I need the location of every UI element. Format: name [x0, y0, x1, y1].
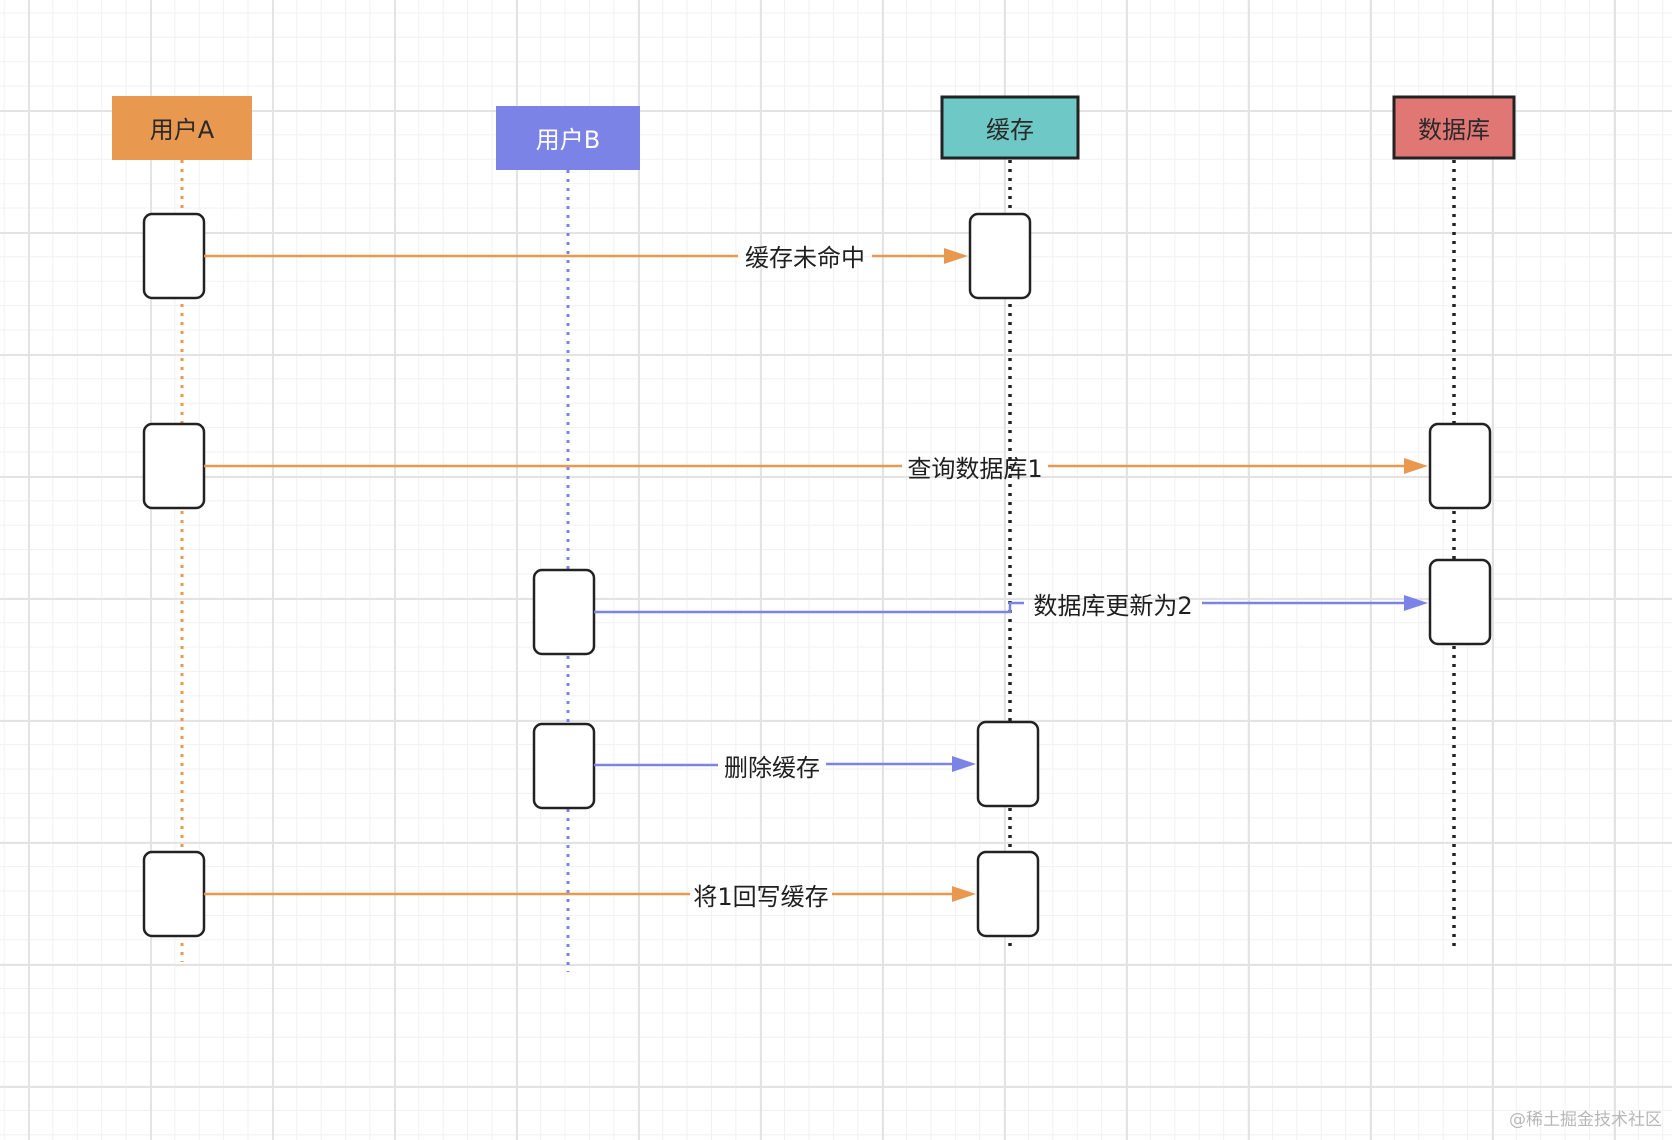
activation-user-a-3 [142, 850, 206, 938]
message-write-back: 将1回写缓存 [142, 850, 1040, 938]
participant-user-b-label: 用户B [536, 126, 600, 154]
arrowhead-cache-miss [944, 248, 968, 264]
arrow-update-db-left [594, 601, 1024, 614]
activation-user-b-1 [532, 568, 596, 656]
arrowhead-update-db [1404, 595, 1428, 611]
message-update-db: 数据库更新为2 [532, 558, 1492, 656]
participant-user-b: 用户B [496, 106, 640, 170]
activation-user-a-1 [142, 212, 206, 300]
activation-cache-1 [968, 212, 1032, 300]
participant-cache: 缓存 [940, 95, 1080, 160]
watermark: @稀土掘金技术社区 [1509, 1110, 1662, 1130]
activation-user-b-2 [532, 722, 596, 810]
message-label-cache-miss: 缓存未命中 [745, 244, 865, 272]
message-label-write-back: 将1回写缓存 [693, 883, 828, 911]
participant-db: 数据库 [1392, 95, 1516, 160]
participant-cache-label: 缓存 [986, 116, 1034, 144]
arrowhead-write-back [952, 886, 976, 902]
arrowhead-query-db [1404, 458, 1428, 474]
message-label-delete-cache: 删除缓存 [724, 754, 820, 782]
message-label-query-db: 查询数据库1 [907, 455, 1042, 483]
participant-user-a-label: 用户A [150, 116, 215, 144]
arrowhead-delete-cache [952, 756, 976, 772]
message-query-db: 查询数据库1 [142, 422, 1492, 510]
participant-user-a: 用户A [112, 96, 252, 160]
activation-cache-2 [976, 720, 1040, 808]
message-label-update-db: 数据库更新为2 [1033, 592, 1192, 620]
activation-cache-3 [976, 850, 1040, 938]
activation-db-1 [1428, 422, 1492, 510]
participant-db-label: 数据库 [1418, 116, 1490, 144]
message-delete-cache: 删除缓存 [532, 720, 1040, 810]
message-cache-miss: 缓存未命中 [142, 212, 1032, 300]
activation-db-2 [1428, 558, 1492, 646]
activation-user-a-2 [142, 422, 206, 510]
